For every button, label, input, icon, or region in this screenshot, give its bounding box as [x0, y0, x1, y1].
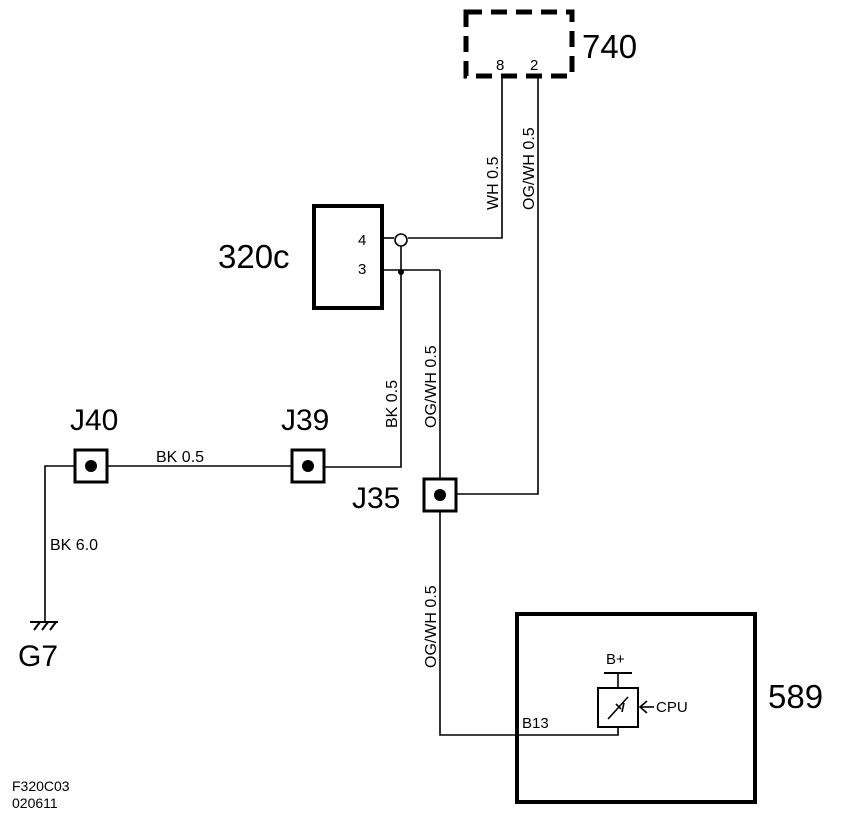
pin-589-b13: B13 — [522, 715, 549, 732]
footer-code: F320C03 — [12, 778, 70, 794]
pin-320c-3: 3 — [358, 261, 366, 278]
wire-bk-ground — [44, 465, 75, 622]
junction-j40-dot — [85, 460, 97, 472]
pin-320c-4: 4 — [358, 232, 366, 249]
pin-740-8: 8 — [496, 57, 504, 74]
wire-label-bk-j40-j39: BK 0.5 — [156, 449, 204, 466]
wire-ogwh-740-2 — [456, 76, 539, 495]
splice-open — [394, 233, 408, 247]
junction-j39-dot — [302, 460, 314, 472]
cpu-label: CPU — [656, 699, 688, 716]
component-589-label: 589 — [768, 678, 823, 715]
wire-bk-320c-3 — [323, 272, 402, 468]
pin-740-2: 2 — [530, 57, 538, 74]
wire-ogwh-j35-589 — [439, 511, 619, 736]
component-320c-box — [312, 204, 384, 310]
ground-symbol-icon — [30, 621, 58, 631]
wire-label-ogwh-j35: OG/WH 0.5 — [423, 585, 440, 668]
wire-label-bk-ground: BK 6.0 — [50, 537, 98, 554]
wire-label-ogwh-320c: OG/WH 0.5 — [423, 345, 440, 428]
cpu-arrow-icon — [638, 700, 654, 714]
component-589-box — [515, 612, 757, 804]
component-740-box — [463, 9, 575, 79]
supply-bplus-label: B+ — [606, 651, 625, 668]
component-320c-label: 320c — [218, 238, 290, 275]
wire-label-wh-740: WH 0.5 — [485, 157, 502, 210]
junction-j40-label: J40 — [70, 404, 118, 437]
wire-wh-740-8 — [408, 76, 503, 239]
wire-label-ogwh-740: OG/WH 0.5 — [521, 127, 538, 210]
footer-date: 020611 — [12, 795, 58, 811]
junction-j35-label: J35 — [352, 482, 400, 515]
wire-label-bk-320c: BK 0.5 — [384, 380, 401, 428]
junction-j35-dot — [434, 489, 446, 501]
switch-icon — [607, 696, 629, 720]
ground-label: G7 — [18, 640, 58, 673]
junction-j39-label: J39 — [281, 404, 329, 437]
component-740-label: 740 — [582, 28, 637, 65]
